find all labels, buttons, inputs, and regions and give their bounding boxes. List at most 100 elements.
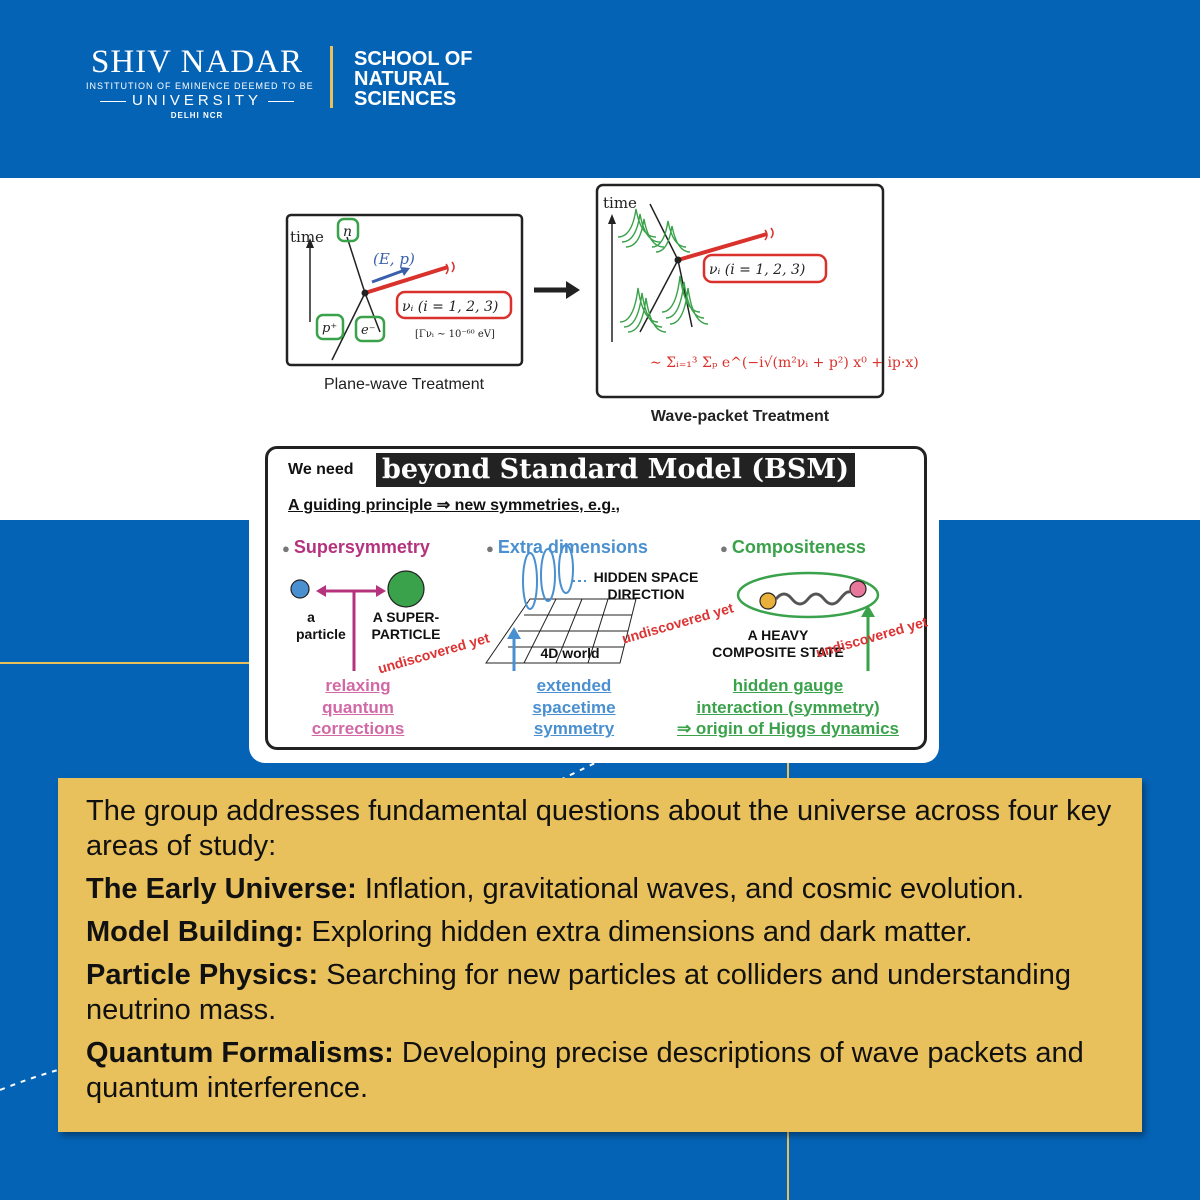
- wp-line-upper: [649, 203, 679, 261]
- susy-heading: ●Supersymmetry: [282, 537, 430, 558]
- area-item: The Early Universe: Inflation, gravitati…: [86, 872, 1116, 907]
- wave-packet-formula: ∼ Σᵢ₌₁³ Σₚ e^(−i√(m²νᵢ + p²) x⁰ + ip·x): [650, 355, 919, 371]
- area-item: Particle Physics: Searching for new part…: [86, 958, 1116, 1028]
- proton-label: p⁺: [322, 321, 337, 336]
- area-text: Searching for new particles at colliders…: [86, 959, 1071, 1026]
- bsm-card: We need beyond Standard Model (BSM) A gu…: [249, 438, 939, 763]
- neutrino-label-right: νᵢ (i = 1, 2, 3): [709, 262, 805, 278]
- vertex-left: [361, 289, 369, 297]
- superparticle-label-1: A SUPER-: [372, 609, 440, 625]
- 4d-world-label: 4D world: [540, 645, 600, 661]
- logo-dash-left: [99, 100, 126, 102]
- extra-dim-heading-text: Extra dimensions: [497, 537, 648, 557]
- composite-label-2: COMPOSITE STATE: [712, 644, 844, 660]
- neutrino-line-right: [677, 232, 768, 262]
- susy-arrowhead-left: [316, 585, 326, 597]
- logo-university: UNIVERSITY: [131, 92, 262, 109]
- 4d-grid: [485, 598, 637, 664]
- wave-packet-panel: [595, 183, 885, 399]
- particle-label-2: particle: [296, 626, 346, 642]
- susy-arrowhead-right: [376, 585, 386, 597]
- school-line-3: SCIENCES: [354, 88, 457, 110]
- logo-divider: [330, 46, 333, 108]
- we-need-label: We need: [288, 461, 354, 478]
- school-name: SCHOOL OF NATURAL SCIENCES: [354, 49, 473, 109]
- compositeness-footer-3: ⇒ origin of Higgs dynamics: [676, 719, 900, 738]
- extra-dim-footer: extended spacetime symmetry: [504, 675, 644, 740]
- area-text: Exploring hidden extra dimensions and da…: [303, 916, 973, 948]
- proton-box: [315, 313, 345, 341]
- superparticle-label-2: PARTICLE: [371, 626, 441, 642]
- extra-dim-footer-2: spacetime: [532, 697, 616, 717]
- wave-packet-caption: Wave-packet Treatment: [651, 408, 830, 425]
- compositeness-footer: hidden gauge interaction (symmetry) ⇒ or…: [652, 675, 924, 740]
- logo-name: SHIV NADAR: [91, 44, 303, 80]
- compositeness-footer-1: hidden gauge: [732, 676, 844, 695]
- pin-icon: ●: [720, 541, 728, 556]
- logo-tagline: INSTITUTION OF EMINENCE DEEMED TO BE: [86, 81, 314, 91]
- wave-packet-top-left: [617, 208, 665, 248]
- time-axis-left-arrow: [306, 238, 314, 248]
- bsm-frame: We need beyond Standard Model (BSM) A gu…: [265, 446, 929, 750]
- school-line-2: NATURAL: [354, 68, 450, 90]
- momentum-arrow: [371, 268, 406, 284]
- pw-line-upper: [346, 236, 366, 294]
- constituent-right-icon: [849, 580, 867, 598]
- wp-line-electron: [677, 259, 693, 328]
- pin-icon: ●: [486, 541, 494, 556]
- momentum-arrowhead: [400, 267, 410, 276]
- info-intro: The group addresses fundamental question…: [86, 795, 1112, 862]
- bsm-title: beyond Standard Model (BSM): [376, 453, 856, 487]
- wave-packet-top-right: [651, 220, 691, 253]
- pw-line-lower: [331, 292, 366, 361]
- neutrino-box-right: [702, 253, 828, 284]
- decay-width-label: [Γνᵢ ∼ 10⁻⁶⁰ eV]: [415, 329, 495, 340]
- info-box: The group addresses fundamental question…: [58, 778, 1142, 1132]
- composite-label-1: A HEAVY: [747, 627, 809, 643]
- area-title: Quantum Formalisms:: [86, 1037, 394, 1069]
- extra-dim-heading: ●Extra dimensions: [486, 537, 648, 558]
- hidden-direction-label: HIDDEN SPACE DIRECTION: [586, 569, 706, 603]
- particle-label-1: a: [307, 609, 315, 625]
- logo-location: DELHI NCR: [170, 111, 224, 120]
- area-item: Model Building: Exploring hidden extra d…: [86, 915, 1116, 950]
- dashed-curve-bottom: [0, 1069, 59, 1091]
- neutrino-box-left: [395, 290, 513, 320]
- area-item: Quantum Formalisms: Developing precise d…: [86, 1036, 1116, 1106]
- extra-dim-footer-3: symmetry: [533, 719, 615, 738]
- neutron-label: n: [343, 224, 352, 240]
- time-label-left: time: [290, 228, 324, 246]
- time-axis-right-arrow: [608, 214, 616, 224]
- area-text: Inflation, gravitational waves, and cosm…: [356, 873, 1025, 905]
- area-title: The Early Universe:: [86, 873, 357, 905]
- hidden-direction-label-1: HIDDEN SPACE: [593, 569, 699, 585]
- neutrino-squiggle-right: [764, 227, 774, 241]
- neutrino-line-left: [364, 265, 449, 295]
- compositeness-heading: ●Compositeness: [720, 537, 866, 558]
- header-band: SHIV NADAR INSTITUTION OF EMINENCE DEEME…: [0, 0, 1200, 178]
- bsm-illustrations: [290, 544, 880, 671]
- treatment-figure: time (E, p) n p⁺ e⁻ νᵢ (i = 1, 2, 3) [Γν…: [285, 183, 919, 425]
- area-title: Particle Physics:: [86, 959, 319, 991]
- wave-packet-bottom-right: [661, 275, 709, 325]
- logo-university-row: UNIVERSITY: [86, 92, 308, 110]
- plane-wave-panel: [285, 213, 524, 367]
- susy-heading-text: Supersymmetry: [293, 537, 430, 557]
- neutron-box: [336, 217, 360, 243]
- info-text: The group addresses fundamental question…: [86, 794, 1116, 1114]
- composite-label: A HEAVY COMPOSITE STATE: [708, 627, 848, 661]
- wave-packet-bottom-left: [619, 287, 667, 333]
- susy-footer-1: relaxing: [325, 676, 391, 695]
- extra-dim-footer-1: extended: [536, 676, 612, 695]
- constituent-left-icon: [759, 592, 777, 610]
- momentum-label: (E, p): [373, 250, 415, 268]
- pin-icon: ●: [282, 541, 290, 556]
- particle-label: a particle: [296, 609, 346, 643]
- guiding-principle: A guiding principle ⇒ new symmetries, e.…: [288, 497, 620, 514]
- transition-arrow-head: [566, 281, 580, 299]
- susy-footer-3: corrections: [311, 719, 405, 738]
- pw-line-electron: [364, 292, 381, 333]
- composite-arrowhead: [861, 605, 875, 617]
- compositeness-heading-text: Compositeness: [731, 537, 866, 557]
- area-title: Model Building:: [86, 916, 304, 948]
